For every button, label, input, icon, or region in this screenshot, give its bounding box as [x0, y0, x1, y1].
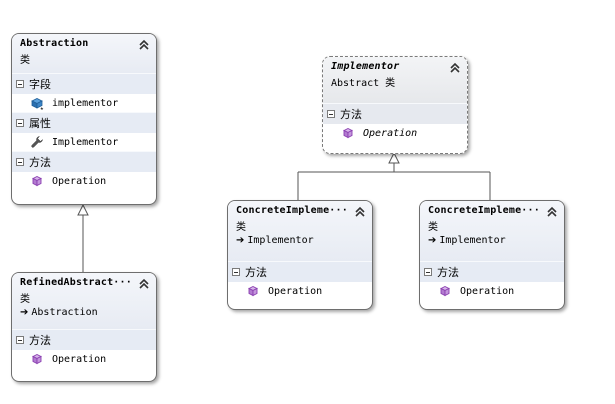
member-method[interactable]: Operation — [420, 282, 564, 300]
section-label: 方法 — [437, 266, 459, 279]
class-header[interactable]: Abstraction 类 — [12, 34, 156, 73]
class-box-refined-abstraction[interactable]: RefinedAbstract··· 类 ➔ Abstraction 方法 Op… — [11, 272, 157, 382]
collapse-minus-icon[interactable] — [16, 336, 24, 344]
collapse-minus-icon[interactable] — [16, 158, 24, 166]
inherits-from: ➔ Implementor — [428, 235, 558, 246]
class-name: RefinedAbstract··· — [20, 277, 132, 288]
section-label: 方法 — [29, 156, 51, 169]
class-name: Abstraction — [20, 38, 89, 49]
member-method[interactable]: Operation — [12, 172, 156, 190]
member-method[interactable]: Operation — [12, 350, 156, 368]
collapse-minus-icon[interactable] — [16, 80, 24, 88]
wrench-icon — [31, 136, 43, 148]
method-cube-icon — [439, 285, 451, 297]
inheritance-arrowhead — [388, 151, 400, 164]
section-label: 方法 — [245, 266, 267, 279]
parent-class-name: Implementor — [247, 235, 314, 246]
section-methods[interactable]: 方法 — [228, 261, 372, 282]
member-name: Operation — [52, 353, 107, 365]
double-chevron-up-icon[interactable] — [138, 39, 150, 51]
svg-text:★: ★ — [40, 105, 44, 110]
class-stereotype: 类 — [20, 294, 30, 305]
arrow-right-icon: ➔ — [428, 235, 437, 246]
class-box-implementor[interactable]: Implementor Abstract 类 方法 Operation — [322, 56, 468, 154]
section-properties[interactable]: 属性 — [12, 112, 156, 133]
member-name: Operation — [52, 175, 107, 187]
member-name: Operation — [268, 285, 323, 297]
inherits-from: ➔ Abstraction — [20, 307, 150, 318]
collapse-minus-icon[interactable] — [16, 119, 24, 127]
class-box-concrete-implementor-a[interactable]: ConcreteImpleme··· 类 ➔ Implementor 方法 Op… — [227, 200, 373, 310]
section-methods[interactable]: 方法 — [323, 103, 467, 124]
member-name: implementor — [52, 97, 119, 109]
class-name: Implementor — [331, 61, 400, 72]
member-field[interactable]: ★ implementor — [12, 94, 156, 112]
collapse-minus-icon[interactable] — [424, 268, 432, 276]
class-header[interactable]: ConcreteImpleme··· 类 ➔ Implementor — [228, 201, 372, 261]
section-label: 字段 — [29, 78, 51, 91]
class-header[interactable]: Implementor Abstract 类 — [323, 57, 467, 103]
double-chevron-up-icon[interactable] — [546, 206, 558, 218]
method-cube-icon — [247, 285, 259, 297]
arrow-right-icon: ➔ — [236, 235, 245, 246]
section-label: 属性 — [29, 117, 51, 130]
member-method[interactable]: Operation — [323, 124, 467, 142]
section-methods[interactable]: 方法 — [12, 329, 156, 350]
class-stereotype: 类 — [428, 222, 438, 233]
member-method[interactable]: Operation — [228, 282, 372, 300]
double-chevron-up-icon[interactable] — [449, 62, 461, 74]
class-stereotype: Abstract 类 — [331, 78, 396, 89]
double-chevron-up-icon[interactable] — [138, 278, 150, 290]
class-box-abstraction[interactable]: Abstraction 类 字段 ★ implementor 属性 — [11, 33, 157, 205]
collapse-minus-icon[interactable] — [232, 268, 240, 276]
class-box-concrete-implementor-b[interactable]: ConcreteImpleme··· 类 ➔ Implementor 方法 Op… — [419, 200, 565, 310]
section-label: 方法 — [340, 108, 362, 121]
parent-class-name: Abstraction — [31, 307, 98, 318]
class-header[interactable]: ConcreteImpleme··· 类 ➔ Implementor — [420, 201, 564, 261]
method-cube-icon — [31, 353, 43, 365]
field-icon: ★ — [31, 98, 44, 110]
method-cube-icon — [31, 175, 43, 187]
class-header[interactable]: RefinedAbstract··· 类 ➔ Abstraction — [12, 273, 156, 329]
member-name: Operation — [363, 127, 418, 139]
section-methods[interactable]: 方法 — [12, 151, 156, 172]
inheritance-arrowhead — [77, 203, 89, 216]
parent-class-name: Implementor — [439, 235, 506, 246]
member-name: Implementor — [52, 136, 119, 148]
section-methods[interactable]: 方法 — [420, 261, 564, 282]
member-property[interactable]: Implementor — [12, 133, 156, 151]
section-label: 方法 — [29, 334, 51, 347]
class-stereotype: 类 — [236, 222, 246, 233]
class-name: ConcreteImpleme··· — [236, 205, 348, 216]
class-stereotype: 类 — [20, 55, 30, 66]
inherits-from: ➔ Implementor — [236, 235, 366, 246]
section-fields[interactable]: 字段 — [12, 73, 156, 94]
member-name: Operation — [460, 285, 515, 297]
class-name: ConcreteImpleme··· — [428, 205, 540, 216]
double-chevron-up-icon[interactable] — [354, 206, 366, 218]
arrow-right-icon: ➔ — [20, 307, 29, 318]
collapse-minus-icon[interactable] — [327, 110, 335, 118]
method-cube-icon — [342, 127, 354, 139]
